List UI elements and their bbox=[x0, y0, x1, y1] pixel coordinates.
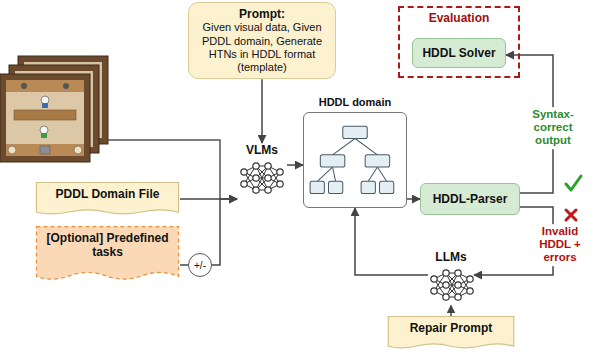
text-holder: Repair Prompt bbox=[387, 316, 515, 345]
node-text: HDDL Solver bbox=[422, 46, 495, 60]
text-holder: PDDL Domain File bbox=[35, 182, 180, 211]
node-text: PDDL Domain File bbox=[43, 187, 172, 201]
optional-tasks: [Optional] Predefined tasks bbox=[35, 226, 180, 286]
connector bbox=[355, 208, 428, 275]
node-text: Given visual data, Given PDDL domain, Ge… bbox=[193, 21, 331, 74]
node-text: Prompt: bbox=[193, 7, 331, 21]
node-text: Repair Prompt bbox=[395, 321, 507, 335]
node-text: +/- bbox=[194, 260, 206, 271]
text-holder: [Optional] Predefined tasks bbox=[35, 226, 180, 270]
repair-prompt: Repair Prompt bbox=[387, 316, 515, 352]
node-text: Evaluation bbox=[400, 11, 518, 25]
hddl-domain: HDDL domain bbox=[303, 96, 407, 208]
connector bbox=[212, 199, 237, 265]
connector bbox=[450, 305, 452, 316]
connector bbox=[407, 198, 420, 200]
solver-box: HDDL Solver bbox=[412, 38, 506, 68]
connector bbox=[287, 164, 303, 166]
check-mark bbox=[566, 176, 581, 190]
network-icon bbox=[428, 265, 476, 305]
node-text: LLMs bbox=[428, 250, 474, 264]
node-text: HDDL-Parser bbox=[433, 192, 508, 206]
connector bbox=[261, 79, 263, 143]
cross-mark bbox=[566, 210, 576, 220]
connector bbox=[180, 264, 188, 266]
domain-file: PDDL Domain File bbox=[35, 182, 180, 218]
domain-frame bbox=[303, 112, 407, 208]
parser-box: HDDL-Parser bbox=[420, 183, 520, 215]
network-icon bbox=[238, 158, 286, 198]
vlm-model: VLMs bbox=[237, 143, 287, 205]
edge-label: Invalid HDDL + errors bbox=[531, 224, 589, 266]
toggle-circle: +/- bbox=[188, 253, 212, 277]
node-text: [Optional] Predefined tasks bbox=[43, 231, 172, 260]
evaluation-region: EvaluationHDDL Solver bbox=[398, 6, 520, 78]
tree-icon bbox=[304, 113, 406, 207]
prompt-box: Prompt:Given visual data, Given PDDL dom… bbox=[188, 2, 336, 79]
llm-model: LLMs bbox=[428, 250, 474, 305]
node-text: VLMs bbox=[237, 143, 287, 157]
screenshot-stack bbox=[0, 56, 108, 162]
edge-label: Syntax-correct output bbox=[522, 107, 584, 149]
node-text: HDDL domain bbox=[303, 96, 407, 109]
